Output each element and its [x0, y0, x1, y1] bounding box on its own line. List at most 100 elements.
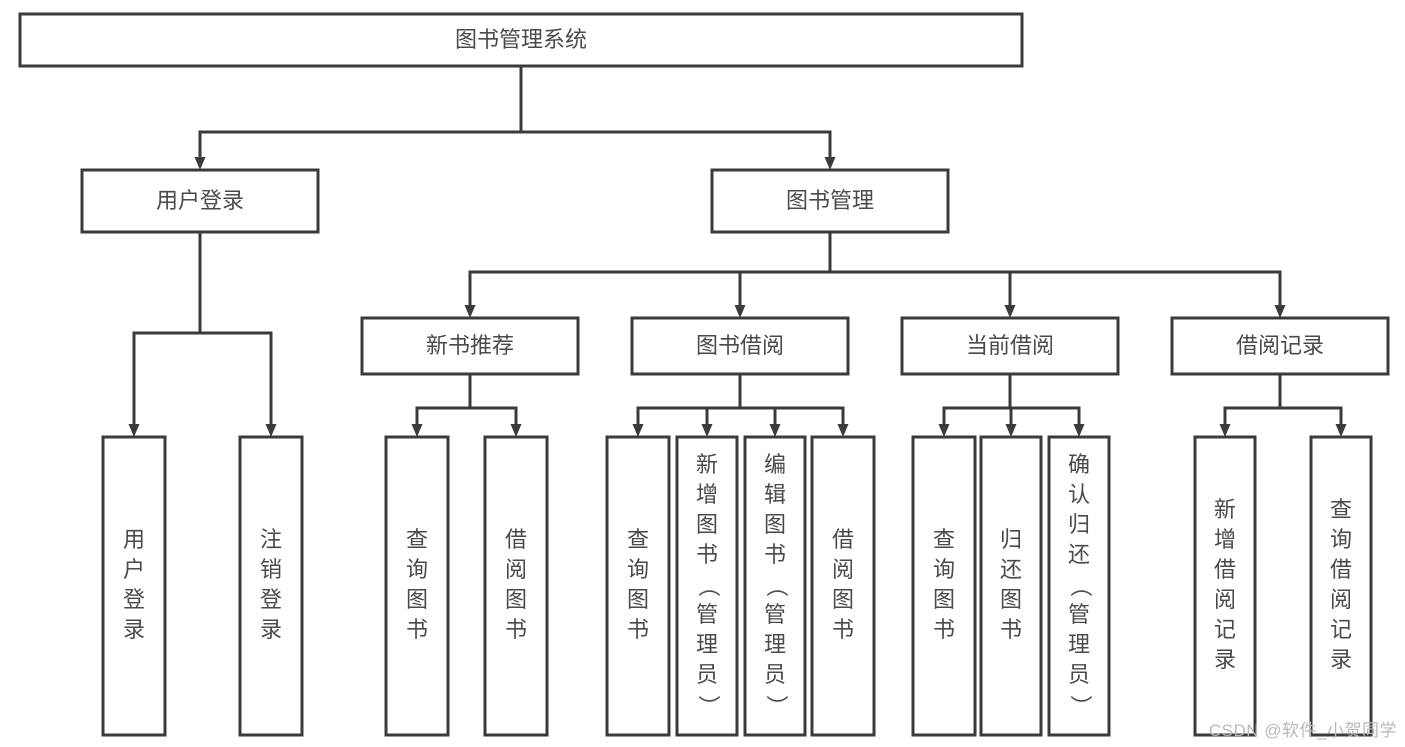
svg-text:借: 借	[1330, 557, 1352, 582]
svg-text:员: 员	[764, 662, 786, 687]
arrow-head	[411, 424, 423, 437]
svg-text:理: 理	[1068, 632, 1090, 657]
arrow-head	[632, 424, 644, 437]
svg-text:借: 借	[832, 527, 854, 552]
arrow-head	[265, 424, 277, 437]
node-user-login-label: 用户登录	[156, 188, 244, 213]
csdn-watermark: CSDN @软件_小贺同学	[1208, 721, 1397, 740]
node-new-book-recommend-box	[360, 316, 580, 376]
svg-text:书: 书	[1000, 617, 1022, 642]
svg-text:辑: 辑	[764, 482, 786, 507]
node-root[interactable]: 图书管理系统	[18, 12, 1024, 68]
svg-text:图: 图	[933, 587, 955, 612]
svg-text:管: 管	[696, 602, 718, 627]
arrow-head	[1274, 305, 1286, 318]
svg-text:阅: 阅	[832, 557, 854, 582]
node-book-manage[interactable]: 图书管理	[710, 168, 950, 234]
svg-text:还: 还	[1000, 557, 1022, 582]
svg-text:阅: 阅	[1214, 587, 1236, 612]
svg-text:管: 管	[764, 602, 786, 627]
svg-text:（: （	[764, 575, 789, 597]
svg-text:图: 图	[832, 587, 854, 612]
node-root-label: 图书管理系统	[455, 27, 587, 52]
nodes-layer: 图书管理系统用户登录图书管理新书推荐图书借阅当前借阅借阅记录用户登录注销登录查询…	[18, 12, 1390, 737]
svg-text:）: ）	[696, 695, 721, 717]
svg-text:借: 借	[1214, 557, 1236, 582]
node-book-borrow-box	[630, 316, 850, 376]
svg-text:户: 户	[123, 557, 145, 582]
edge-group-book-manage	[464, 230, 1286, 318]
node-new-book-recommend[interactable]: 新书推荐	[360, 316, 580, 376]
node-borrow-record[interactable]: 借阅记录	[1170, 316, 1390, 376]
node-leaf-user-login[interactable]: 用户登录	[101, 435, 167, 737]
node-book-manage-box	[710, 168, 950, 234]
svg-text:询: 询	[627, 557, 649, 582]
node-leaf-borrow-book-1-box	[483, 435, 549, 737]
node-leaf-edit-book-box	[743, 435, 807, 737]
edges-layer	[128, 64, 1347, 437]
svg-text:录: 录	[1330, 647, 1352, 672]
edge-group-current-borrow	[938, 372, 1085, 437]
arrow-head	[1004, 305, 1016, 318]
node-leaf-query-borrow-record-box	[1309, 435, 1373, 737]
arrow-head	[938, 424, 950, 437]
node-root-box	[18, 12, 1024, 68]
edge-group-book-borrow	[632, 372, 849, 437]
arrow-head	[1005, 424, 1017, 437]
node-leaf-return-book-box	[979, 435, 1043, 737]
svg-text:书: 书	[505, 617, 527, 642]
arrow-head	[734, 305, 746, 318]
svg-text:销: 销	[260, 557, 282, 582]
svg-text:询: 询	[933, 557, 955, 582]
svg-text:理: 理	[696, 632, 718, 657]
svg-text:阅: 阅	[1330, 587, 1352, 612]
svg-text:借: 借	[505, 527, 527, 552]
svg-text:图: 图	[505, 587, 527, 612]
node-current-borrow[interactable]: 当前借阅	[900, 316, 1120, 376]
node-user-login-box	[80, 168, 320, 234]
svg-text:员: 员	[696, 662, 718, 687]
svg-text:员: 员	[1068, 662, 1090, 687]
node-borrow-record-label: 借阅记录	[1236, 333, 1324, 358]
node-leaf-add-borrow-record-box	[1193, 435, 1257, 737]
node-user-login[interactable]: 用户登录	[80, 168, 320, 234]
svg-text:查: 查	[406, 527, 428, 552]
svg-text:用: 用	[123, 527, 145, 552]
arrow-head	[701, 424, 713, 437]
svg-text:书: 书	[406, 617, 428, 642]
svg-text:编: 编	[764, 452, 786, 477]
node-new-book-recommend-label: 新书推荐	[426, 333, 514, 358]
svg-text:图: 图	[764, 512, 786, 537]
node-book-borrow[interactable]: 图书借阅	[630, 316, 850, 376]
node-leaf-query-book-1-box	[384, 435, 450, 737]
svg-text:）: ）	[1068, 695, 1093, 717]
node-leaf-query-book-3-box	[911, 435, 977, 737]
svg-text:归: 归	[1000, 527, 1022, 552]
svg-text:管: 管	[1068, 602, 1090, 627]
arrow-head	[128, 424, 140, 437]
svg-text:还: 还	[1068, 542, 1090, 567]
node-leaf-user-logout-box	[238, 435, 304, 737]
arrow-head	[464, 305, 476, 318]
